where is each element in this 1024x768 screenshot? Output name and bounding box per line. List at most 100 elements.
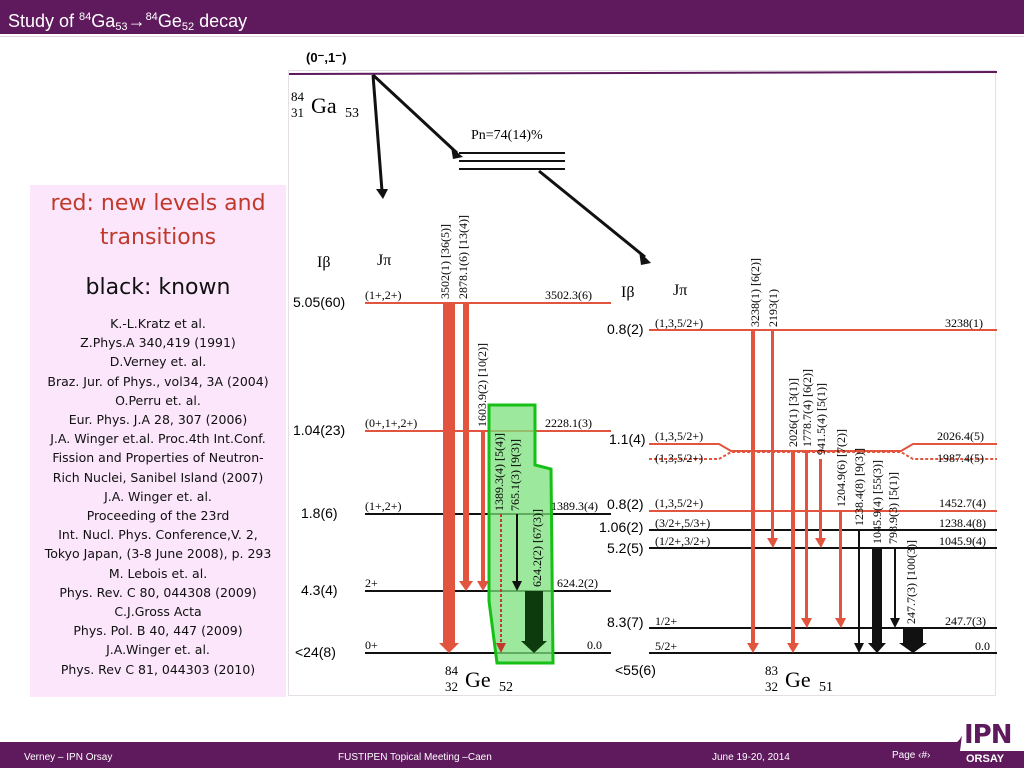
ge83-gamma-2026 bbox=[791, 451, 795, 645]
ge84-gamma-765-head bbox=[512, 581, 522, 591]
ge84-ib-4: <24(8) bbox=[295, 644, 336, 660]
parent-z: 31 bbox=[291, 105, 304, 120]
parent-spin-label: (0⁻,1⁻) bbox=[306, 50, 347, 65]
beta-arrow-pn bbox=[371, 73, 459, 155]
ge84-gamma-label-1: 3502(1) [36(5)] bbox=[438, 224, 452, 299]
ge84-jpi-0: (1+,2+) bbox=[365, 288, 402, 302]
ge83-gamma-label-10: 247.7(3) [100(3)] bbox=[904, 540, 918, 624]
reference-line: J.A. Winger et. al. bbox=[104, 488, 212, 504]
ge83-gamma-label-2: 2193(1) bbox=[766, 289, 780, 327]
ge84-jpi-3: 2+ bbox=[365, 576, 378, 590]
ge84-gamma-label-6: 624.2(2) [67(3)] bbox=[530, 509, 544, 587]
reference-line: Fission and Properties of Neutron- bbox=[52, 450, 264, 466]
ge83-level-2026 bbox=[649, 443, 997, 452]
ge83-jpi-0: (1,3,5/2+) bbox=[655, 316, 703, 330]
ge83-gamma-1238-head bbox=[854, 643, 864, 653]
ge83-gamma-3238 bbox=[751, 330, 755, 645]
reference-line: Phys. Rev C 81, 044303 (2010) bbox=[60, 661, 256, 677]
ge83-energy-4: 1238.4(8) bbox=[939, 516, 986, 530]
legend-box: red: new levels and transitions black: k… bbox=[30, 185, 286, 697]
ge84-element: Ge bbox=[465, 667, 491, 692]
beta-arrowhead-pn bbox=[451, 147, 463, 159]
ge84-gamma-label-5: 765.1(3) [9(3)] bbox=[508, 439, 522, 511]
reference-line: M. Lebois et. al. bbox=[108, 565, 208, 581]
ge83-ib-1: 1.1(4) bbox=[609, 431, 646, 447]
ge83-energy-0: 3238(1) bbox=[945, 316, 983, 330]
reference-line: Eur. Phys. J.A 28, 307 (2006) bbox=[68, 412, 248, 428]
ge83-gamma-label-8: 1045.9(4) [55(3)] bbox=[870, 460, 884, 544]
reference-line: K.-L.Kratz et al. bbox=[110, 316, 206, 331]
ge83-jpi-2: (1,3,5/2+) bbox=[655, 451, 703, 465]
ge83-energy-7: 0.0 bbox=[975, 639, 990, 653]
ge84-jpi-header: Jπ bbox=[377, 252, 391, 269]
legend-known: black: known bbox=[85, 275, 231, 300]
ge84-energy-2: 1389.3(4) bbox=[551, 499, 598, 513]
ge84-ib-header: Iβ bbox=[317, 254, 330, 271]
ge83-jpi-1: (1,3,5/2+) bbox=[655, 429, 703, 443]
ge84-n: 52 bbox=[499, 680, 513, 695]
reference-line: Phys. Rev. C 80, 044308 (2009) bbox=[59, 584, 257, 600]
ge83-ib-0: 0.8(2) bbox=[607, 321, 644, 337]
title-underline bbox=[0, 34, 1024, 37]
footer-bar: Verney – IPN Orsay FUSTIPEN Topical Meet… bbox=[0, 742, 1024, 768]
ge83-energy-6: 247.7(3) bbox=[945, 614, 986, 628]
ge84-energy-3: 624.2(2) bbox=[557, 576, 598, 590]
ge83-gamma-label-1: 3238(1) [6(2)] bbox=[748, 258, 762, 327]
pn-label: Pn=74(14)% bbox=[471, 128, 543, 143]
ge84-gamma-624-head bbox=[521, 641, 547, 653]
beta-arrowhead-ge84 bbox=[376, 189, 388, 199]
ge84-energy-0: 3502.3(6) bbox=[545, 288, 592, 302]
ge84-energy-4: 0.0 bbox=[587, 638, 602, 652]
ge83-bottom-ib: <55(6) bbox=[615, 662, 656, 678]
ge84-a: 84 bbox=[445, 663, 459, 678]
legend-new-levels: red: new levels and transitions bbox=[50, 191, 266, 250]
ipn-orsay-logo: IPN ORSAY bbox=[940, 715, 1024, 768]
slide-title: Study of 84Ga53→84Ge52 decay bbox=[0, 0, 1024, 34]
ge84-energy-1: 2228.1(3) bbox=[545, 416, 592, 430]
ge83-gamma-label-7: 1238.4(8) [9(3)] bbox=[852, 448, 866, 526]
ge83-element: Ge bbox=[785, 667, 811, 692]
ge83-gamma-248 bbox=[903, 628, 923, 645]
ge83-energy-2: 1987.4(5) bbox=[937, 451, 984, 465]
ge84-gamma-1389-head bbox=[496, 643, 506, 653]
ge83-gamma-799-head bbox=[890, 618, 900, 628]
ge84-jpi-4: 0+ bbox=[365, 638, 378, 652]
beta-arrowhead-ge83 bbox=[639, 251, 651, 265]
parent-n: 53 bbox=[345, 106, 359, 121]
ge84-ib-0: 5.05(60) bbox=[293, 294, 345, 310]
ge83-jpi-3: (1,3,5/2+) bbox=[655, 496, 703, 510]
parent-level bbox=[289, 71, 997, 75]
ge84-ib-2: 1.8(6) bbox=[301, 505, 338, 521]
ge84-jpi-1: (0+,1+,2+) bbox=[365, 416, 417, 430]
logo-ipn: IPN bbox=[964, 720, 1012, 750]
ge84-gamma-3502 bbox=[443, 303, 455, 645]
ge84-gamma-label-3: 1603.9(2) [10(2)] bbox=[475, 343, 489, 427]
reference-line: Z.Phys.A 340,419 (1991) bbox=[80, 335, 236, 351]
ge84-gamma-label-2: 2878.1(6) [13(4)] bbox=[456, 215, 470, 299]
ge83-ib-4: 1.06(2) bbox=[599, 519, 643, 535]
ge83-ib-3: 0.8(2) bbox=[607, 496, 644, 512]
ge84-gamma-2878 bbox=[463, 303, 469, 583]
ge83-jpi-4: (3/2+,5/3+) bbox=[655, 516, 710, 530]
ge83-jpi-7: 5/2+ bbox=[655, 639, 677, 653]
ge83-gamma-1205-head bbox=[835, 618, 846, 628]
reference-line: C.J.Gross Acta bbox=[114, 604, 202, 620]
reference-line: J.A.Winger et. al. bbox=[106, 642, 210, 658]
ge83-ib-6: 8.3(7) bbox=[607, 614, 644, 630]
ge84-gamma-3502-head bbox=[439, 643, 459, 653]
ge83-gamma-942-head bbox=[815, 538, 826, 548]
ge83-gamma-248-head bbox=[899, 643, 927, 653]
ge84-ib-3: 4.3(4) bbox=[301, 582, 338, 598]
ge83-gamma-label-5: 941.5(4) [5(1)] bbox=[814, 383, 828, 455]
logo-orsay: ORSAY bbox=[966, 753, 1005, 765]
ge83-gamma-1205 bbox=[839, 511, 842, 620]
ge83-gamma-1046 bbox=[872, 548, 882, 645]
beta-arrow-ge84 bbox=[371, 74, 384, 192]
ge83-energy-1: 2026.4(5) bbox=[937, 429, 984, 443]
ge83-jpi-6: 1/2+ bbox=[655, 614, 677, 628]
reference-line: D.Verney et. al. bbox=[109, 354, 207, 370]
ge84-gamma-624 bbox=[525, 591, 543, 643]
ge83-jpi-header: Jπ bbox=[673, 282, 687, 299]
ge83-a: 83 bbox=[765, 663, 778, 678]
ge84-gamma-1604-head bbox=[477, 581, 489, 591]
